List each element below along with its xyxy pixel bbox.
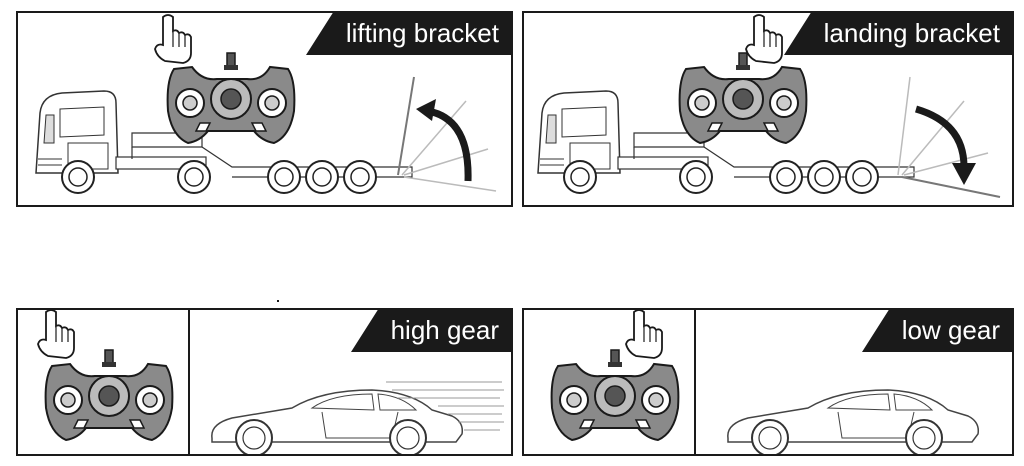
remote-icon [168, 53, 295, 143]
remote-icon [552, 350, 679, 440]
remote-icon [680, 53, 807, 143]
landing-bracket-illustration [524, 13, 1012, 205]
lifting-bracket-illustration [18, 13, 511, 205]
panel-landing-bracket: landing bracket [522, 11, 1014, 207]
car-icon [728, 390, 978, 454]
low-gear-illustration [524, 310, 1012, 454]
hand-icon [746, 15, 782, 63]
panel-high-gear: high gear [16, 308, 513, 456]
hand-icon [38, 310, 74, 358]
panel-lifting-bracket: lifting bracket [16, 11, 513, 207]
stray-dot [277, 300, 279, 302]
panel-low-gear: low gear [522, 308, 1014, 456]
hand-icon [626, 310, 662, 358]
car-icon [212, 390, 462, 454]
hand-icon [155, 15, 191, 63]
remote-icon [46, 350, 173, 440]
high-gear-illustration [18, 310, 511, 454]
